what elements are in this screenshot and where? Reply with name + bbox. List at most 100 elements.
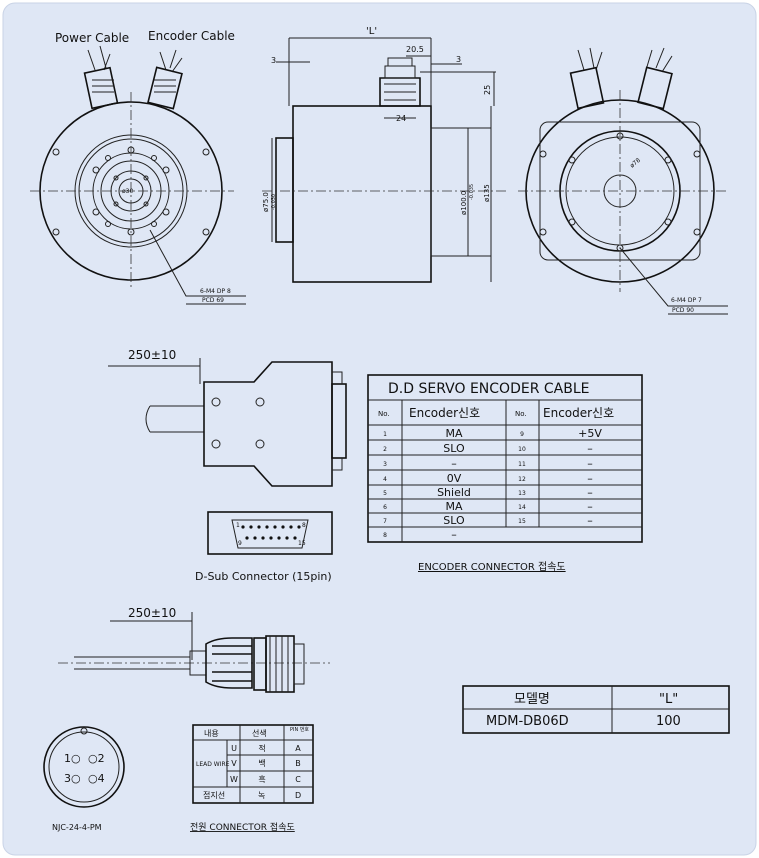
power-row-3-phase: W bbox=[230, 775, 238, 784]
front-view-left: Power Cable Encoder Cable ø30 bbox=[30, 29, 246, 305]
pin-2-label: 2 bbox=[98, 752, 105, 765]
enc-row-7-signal: SLO bbox=[443, 514, 465, 527]
enc-header-signal-1: Encoder신호 bbox=[409, 406, 480, 420]
enc-row-2-no: 2 bbox=[383, 446, 387, 453]
enc-row-4-signal: 0V bbox=[447, 472, 462, 485]
pcd-right-label: PCD 90 bbox=[672, 307, 694, 314]
dim-phi75-tol-label: -0.030 bbox=[271, 194, 277, 210]
dsub-pins bbox=[241, 525, 301, 540]
dim-phi100-label: ø100.0 bbox=[460, 191, 468, 215]
dim-phi75-label: ø75.0 bbox=[262, 192, 270, 212]
power-header-content: 내용 bbox=[204, 729, 219, 738]
dsub-cable-drawing: 250±10 1 8 9 15 D-Sub Connector (15pin) bbox=[108, 348, 347, 583]
enc-row-4-no2: 12 bbox=[518, 476, 526, 483]
enc-row-1-signal: MA bbox=[445, 427, 462, 440]
pin-3-hole: ○ bbox=[71, 772, 81, 785]
power-row-1-phase: U bbox=[231, 744, 237, 753]
dsub-caption: D-Sub Connector (15pin) bbox=[195, 570, 332, 583]
power-header-color: 선색 bbox=[252, 728, 267, 738]
model-header-name: 모델명 bbox=[514, 692, 550, 707]
cable-length-2-label: 250±10 bbox=[128, 606, 176, 620]
enc-row-5-no: 5 bbox=[383, 490, 387, 497]
enc-row-5-signal: Shield bbox=[437, 486, 471, 499]
encoder-table-title: D.D SERVO ENCODER CABLE bbox=[388, 381, 589, 397]
dsub-pin-1-label: 1 bbox=[236, 522, 240, 529]
pin-4: ○4 bbox=[88, 772, 105, 785]
power-row-2-phase: V bbox=[231, 759, 237, 768]
dim-25-label: 25 bbox=[483, 85, 492, 95]
enc-row-6-signal2: – bbox=[587, 500, 593, 513]
power-row-1-pin: A bbox=[295, 744, 301, 753]
power-rows: U 적 A V 백 B W 흑 C bbox=[230, 743, 301, 784]
dim-24-label: 24 bbox=[396, 114, 406, 123]
enc-row-6-no: 6 bbox=[383, 504, 387, 511]
enc-row-2-signal2: – bbox=[587, 442, 593, 455]
power-table-caption: 전원 CONNECTOR 접속도 bbox=[190, 821, 295, 833]
enc-row-2-signal: SLO bbox=[443, 442, 465, 455]
dim-20-5-label: 20.5 bbox=[406, 45, 424, 54]
enc-row-1-signal2: +5V bbox=[578, 427, 602, 440]
enc-row-3-signal: – bbox=[451, 457, 457, 470]
pin-3-label: 3 bbox=[64, 772, 71, 785]
enc-header-no-1: No. bbox=[378, 410, 390, 418]
enc-row-3-no: 3 bbox=[383, 461, 387, 468]
power-header-pin-text: PIN 번호 bbox=[290, 726, 309, 733]
enc-row-5-no2: 13 bbox=[518, 490, 526, 497]
model-header-L: "L" bbox=[659, 692, 678, 707]
enc-row-5-signal2: – bbox=[587, 486, 593, 499]
encoder-cable-label: Encoder Cable bbox=[148, 29, 235, 43]
dsub-pin-8-label: 8 bbox=[302, 522, 306, 529]
lead-wire-label: LEAD WIRE bbox=[196, 761, 230, 768]
enc-row-1-no2: 9 bbox=[520, 431, 524, 438]
power-row-3-color: 흑 bbox=[258, 774, 265, 784]
enc-row-4-signal2: – bbox=[587, 472, 593, 485]
power-row-1-color: 적 bbox=[258, 743, 265, 753]
enc-row-2-no2: 10 bbox=[518, 446, 526, 453]
power-cable-drawing: 250±10 bbox=[58, 606, 330, 693]
enc-header-no-2: No. bbox=[515, 410, 527, 418]
dsub-pin-15-label: 15 bbox=[298, 540, 306, 547]
encoder-table-caption: ENCODER CONNECTOR 접속도 bbox=[418, 561, 566, 573]
dim-3a-label: 3 bbox=[271, 56, 276, 65]
dsub-pin-9-label: 9 bbox=[238, 540, 242, 547]
ground-label: 접지선 bbox=[203, 790, 225, 800]
model-L-value: 100 bbox=[656, 714, 681, 729]
dim-phi100-tol-label: -0.035 bbox=[469, 184, 475, 200]
enc-row-6-signal: MA bbox=[445, 500, 462, 513]
enc-row-3-signal2: – bbox=[587, 457, 593, 470]
enc-row-8-no: 8 bbox=[383, 532, 387, 539]
phi30-label: ø30 bbox=[122, 188, 133, 195]
pin-2-hole: ○ bbox=[88, 752, 98, 765]
power-header-pin: PIN 번호 bbox=[290, 726, 309, 733]
ground-color: 녹 bbox=[258, 791, 265, 800]
enc-row-3-no2: 11 bbox=[518, 461, 526, 468]
m4-left-label: 6-M4 DP 8 bbox=[200, 288, 231, 295]
pin-3: 3○ bbox=[64, 772, 81, 785]
ground-pin: D bbox=[295, 791, 301, 800]
model-table: 모델명 "L" MDM-DB06D 100 bbox=[462, 685, 730, 734]
dim-L-label: 'L' bbox=[366, 26, 377, 37]
side-view: 'L' 3 20.5 3 25 24 ø75.0 -0.030 ø100.0 -… bbox=[262, 26, 506, 283]
enc-row-7-no2: 15 bbox=[518, 518, 526, 525]
enc-row-6-no2: 14 bbox=[518, 504, 526, 511]
power-connector-face: 1○ ○2 3○ ○4 NJC-24-4-PM bbox=[43, 726, 125, 832]
pcd-left-label: PCD 69 bbox=[202, 297, 224, 304]
cable-length-1-label: 250±10 bbox=[128, 348, 176, 362]
pin-4-hole: ○ bbox=[88, 772, 98, 785]
enc-row-8-signal: – bbox=[451, 528, 457, 541]
enc-row-7-no: 7 bbox=[383, 518, 387, 525]
dim-3b-label: 3 bbox=[456, 55, 461, 64]
m4-right-label: 6-M4 DP 7 bbox=[671, 297, 702, 304]
power-row-2-pin: B bbox=[295, 759, 301, 768]
enc-row-7-signal2: – bbox=[587, 514, 593, 527]
enc-row-1-no: 1 bbox=[383, 431, 387, 438]
pin-1-label: 1 bbox=[64, 752, 71, 765]
enc-row-4-no: 4 bbox=[383, 476, 387, 483]
pin-1-hole: ○ bbox=[71, 752, 81, 765]
dim-phi135-label: ø135 bbox=[483, 184, 491, 202]
power-row-3-pin: C bbox=[295, 775, 301, 784]
encoder-table: D.D SERVO ENCODER CABLE No. Encoder신호 No… bbox=[367, 374, 643, 573]
model-name-value: MDM-DB06D bbox=[486, 714, 569, 729]
power-row-2-color: 백 bbox=[258, 758, 265, 768]
